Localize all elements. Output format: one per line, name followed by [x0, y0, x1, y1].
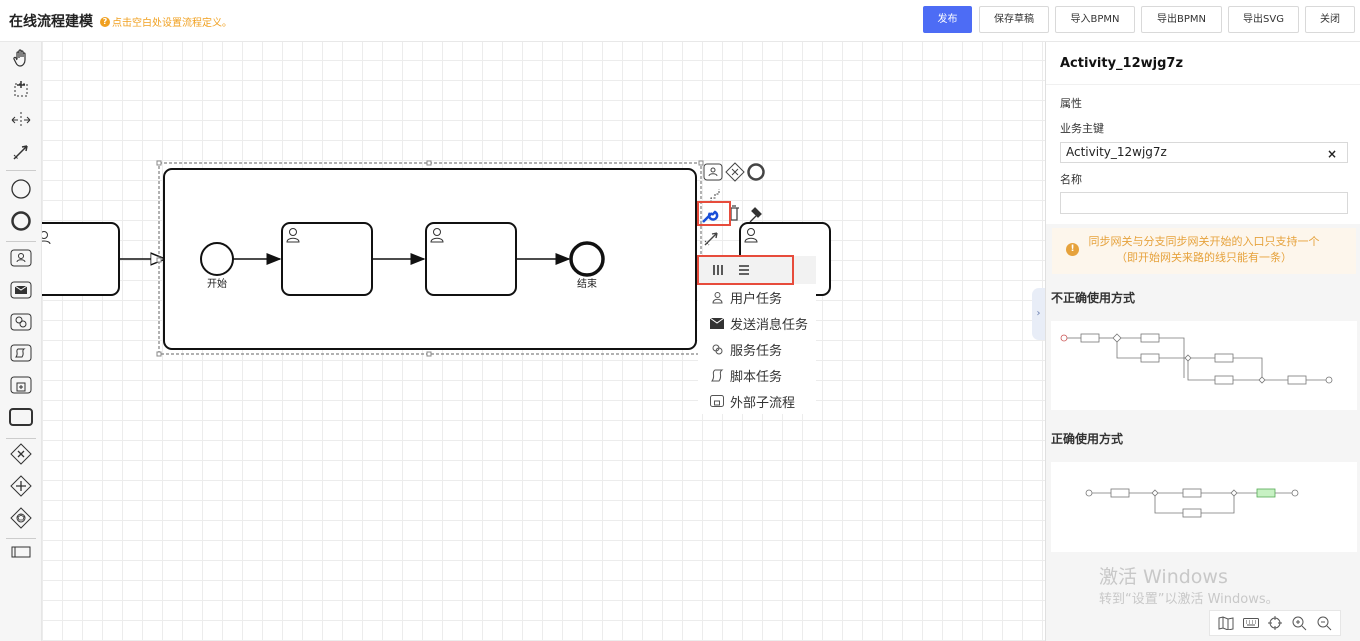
- wrong-usage-diagram: [1051, 321, 1357, 410]
- section-label: 属性: [1060, 97, 1082, 110]
- replace-menu: 用户任务 发送消息任务 服务任务 脚本任务 外部子流程: [698, 256, 816, 414]
- menu-item-user-task[interactable]: 用户任务: [698, 284, 816, 310]
- save-draft-button[interactable]: 保存草稿: [979, 6, 1049, 33]
- left-task[interactable]: [42, 222, 120, 296]
- sequential-multi-instance-icon[interactable]: [738, 264, 750, 276]
- lasso-tool-icon[interactable]: [9, 78, 33, 102]
- send-task-icon: [710, 316, 724, 330]
- task-icon[interactable]: [9, 405, 33, 429]
- business-key-field[interactable]: Activity_12wjg7z ×: [1060, 142, 1348, 163]
- diagram-canvas[interactable]: 开始 结束: [42, 42, 1045, 641]
- hand-tool-icon[interactable]: [9, 46, 33, 70]
- activation-watermark-title: 激活 Windows: [1099, 566, 1228, 588]
- page-title: 在线流程建模: [9, 14, 93, 30]
- name-label: 名称: [1060, 173, 1082, 186]
- menu-item-label: 发送消息任务: [730, 317, 809, 333]
- service-task-icon[interactable]: [9, 310, 33, 334]
- change-type-icon[interactable]: [702, 210, 719, 223]
- gateway-warning: ! 同步网关与分支同步网关开始的入口只支持一个 （即开始网关来路的线只能有一条）: [1052, 228, 1356, 274]
- canvas-controls: [1209, 610, 1341, 636]
- menu-item-service-task[interactable]: 服务任务: [698, 336, 816, 362]
- end-event[interactable]: [569, 241, 605, 277]
- activation-watermark-subtitle: 转到“设置”以激活 Windows。: [1099, 592, 1279, 607]
- zoom-in-icon[interactable]: [1290, 614, 1308, 632]
- keyboard-icon[interactable]: [1242, 614, 1260, 632]
- wrong-usage-heading: 不正确使用方式: [1051, 291, 1136, 305]
- user-task-icon: [710, 290, 724, 304]
- clear-icon[interactable]: ×: [1326, 147, 1337, 161]
- properties-panel: Activity_12wjg7z 属性 业务主键 Activity_12wjg7…: [1045, 42, 1360, 641]
- connect-tool-icon[interactable]: [9, 140, 33, 164]
- color-brush-icon[interactable]: [749, 207, 762, 223]
- export-svg-button[interactable]: 导出SVG: [1228, 6, 1299, 33]
- send-task-icon[interactable]: [9, 278, 33, 302]
- name-field[interactable]: [1060, 192, 1348, 214]
- subprocess-icon[interactable]: [9, 373, 33, 397]
- pool-icon[interactable]: [9, 540, 33, 564]
- fit-viewport-icon[interactable]: [1266, 614, 1284, 632]
- script-task-icon: [710, 368, 724, 382]
- user-task-icon[interactable]: [9, 246, 33, 270]
- question-icon: ?: [100, 16, 110, 27]
- start-event[interactable]: [200, 242, 234, 276]
- business-key-value: Activity_12wjg7z: [1066, 145, 1167, 159]
- append-user-task-icon[interactable]: [703, 163, 723, 181]
- start-event-label: 开始: [207, 277, 227, 290]
- menu-item-label: 服务任务: [730, 343, 783, 359]
- multi-instance-highlight: [697, 255, 794, 285]
- append-end-event-icon[interactable]: [747, 163, 765, 181]
- wrong-usage-thumb-svg: [1060, 333, 1333, 385]
- subprocess-icon: [710, 394, 724, 408]
- change-type-highlight: [697, 201, 731, 226]
- right-task-user-icon: [744, 228, 758, 243]
- menu-item-subprocess[interactable]: 外部子流程: [698, 388, 816, 414]
- correct-usage-heading: 正确使用方式: [1051, 432, 1124, 446]
- correct-usage-thumb-svg: [1085, 488, 1299, 518]
- correct-usage-diagram: [1051, 462, 1357, 552]
- zoom-out-icon[interactable]: [1315, 614, 1333, 632]
- exclusive-gateway-icon[interactable]: [9, 442, 33, 466]
- header: 在线流程建模 ? 点击空白处设置流程定义。 发布 保存草稿 导入BPMN 导出B…: [0, 0, 1360, 42]
- palette: [0, 42, 42, 641]
- connect-icon[interactable]: [704, 232, 718, 246]
- script-task-icon[interactable]: [9, 341, 33, 365]
- append-gateway-icon[interactable]: [725, 162, 745, 182]
- publish-button[interactable]: 发布: [923, 6, 972, 33]
- menu-item-label: 用户任务: [730, 291, 783, 307]
- parallel-gateway-icon[interactable]: [9, 474, 33, 498]
- service-task-icon: [710, 342, 724, 356]
- context-pad: [702, 162, 765, 246]
- panel-header: Activity_12wjg7z: [1046, 42, 1360, 84]
- close-button[interactable]: 关闭: [1305, 6, 1355, 33]
- diagram-svg: 开始 结束: [42, 160, 831, 357]
- menu-item-send-task[interactable]: 发送消息任务: [698, 310, 816, 336]
- hint-text: 点击空白处设置流程定义。: [112, 18, 232, 29]
- export-bpmn-button[interactable]: 导出BPMN: [1141, 6, 1222, 33]
- space-tool-icon[interactable]: [9, 108, 33, 132]
- menu-item-label: 外部子流程: [730, 395, 796, 411]
- warning-line-1: 同步网关与分支同步网关开始的入口只支持一个: [1088, 235, 1320, 248]
- end-event-icon[interactable]: [9, 209, 33, 233]
- menu-item-script-task[interactable]: 脚本任务: [698, 362, 816, 388]
- left-task-user-icon: [42, 231, 51, 245]
- import-bpmn-button[interactable]: 导入BPMN: [1055, 6, 1135, 33]
- user-task-1-icon: [286, 228, 300, 243]
- panel-collapse-toggle[interactable]: ›: [1032, 288, 1045, 340]
- event-gateway-icon[interactable]: [9, 506, 33, 530]
- user-task-2-icon: [430, 228, 444, 243]
- warning-line-2: （即开始网关来路的线只能有一条）: [1116, 251, 1292, 264]
- end-event-label: 结束: [577, 277, 597, 290]
- parallel-multi-instance-icon[interactable]: [712, 264, 724, 276]
- header-hint: ? 点击空白处设置流程定义。: [100, 14, 232, 29]
- properties-section: 属性 业务主键 Activity_12wjg7z × 名称: [1046, 84, 1360, 224]
- menu-item-label: 脚本任务: [730, 369, 783, 385]
- minimap-icon[interactable]: [1217, 614, 1235, 632]
- start-event-icon[interactable]: [9, 177, 33, 201]
- replace-menu-header: [698, 256, 816, 284]
- warning-icon: !: [1066, 243, 1079, 256]
- business-key-label: 业务主键: [1060, 122, 1104, 135]
- panel-title: Activity_12wjg7z: [1060, 56, 1184, 71]
